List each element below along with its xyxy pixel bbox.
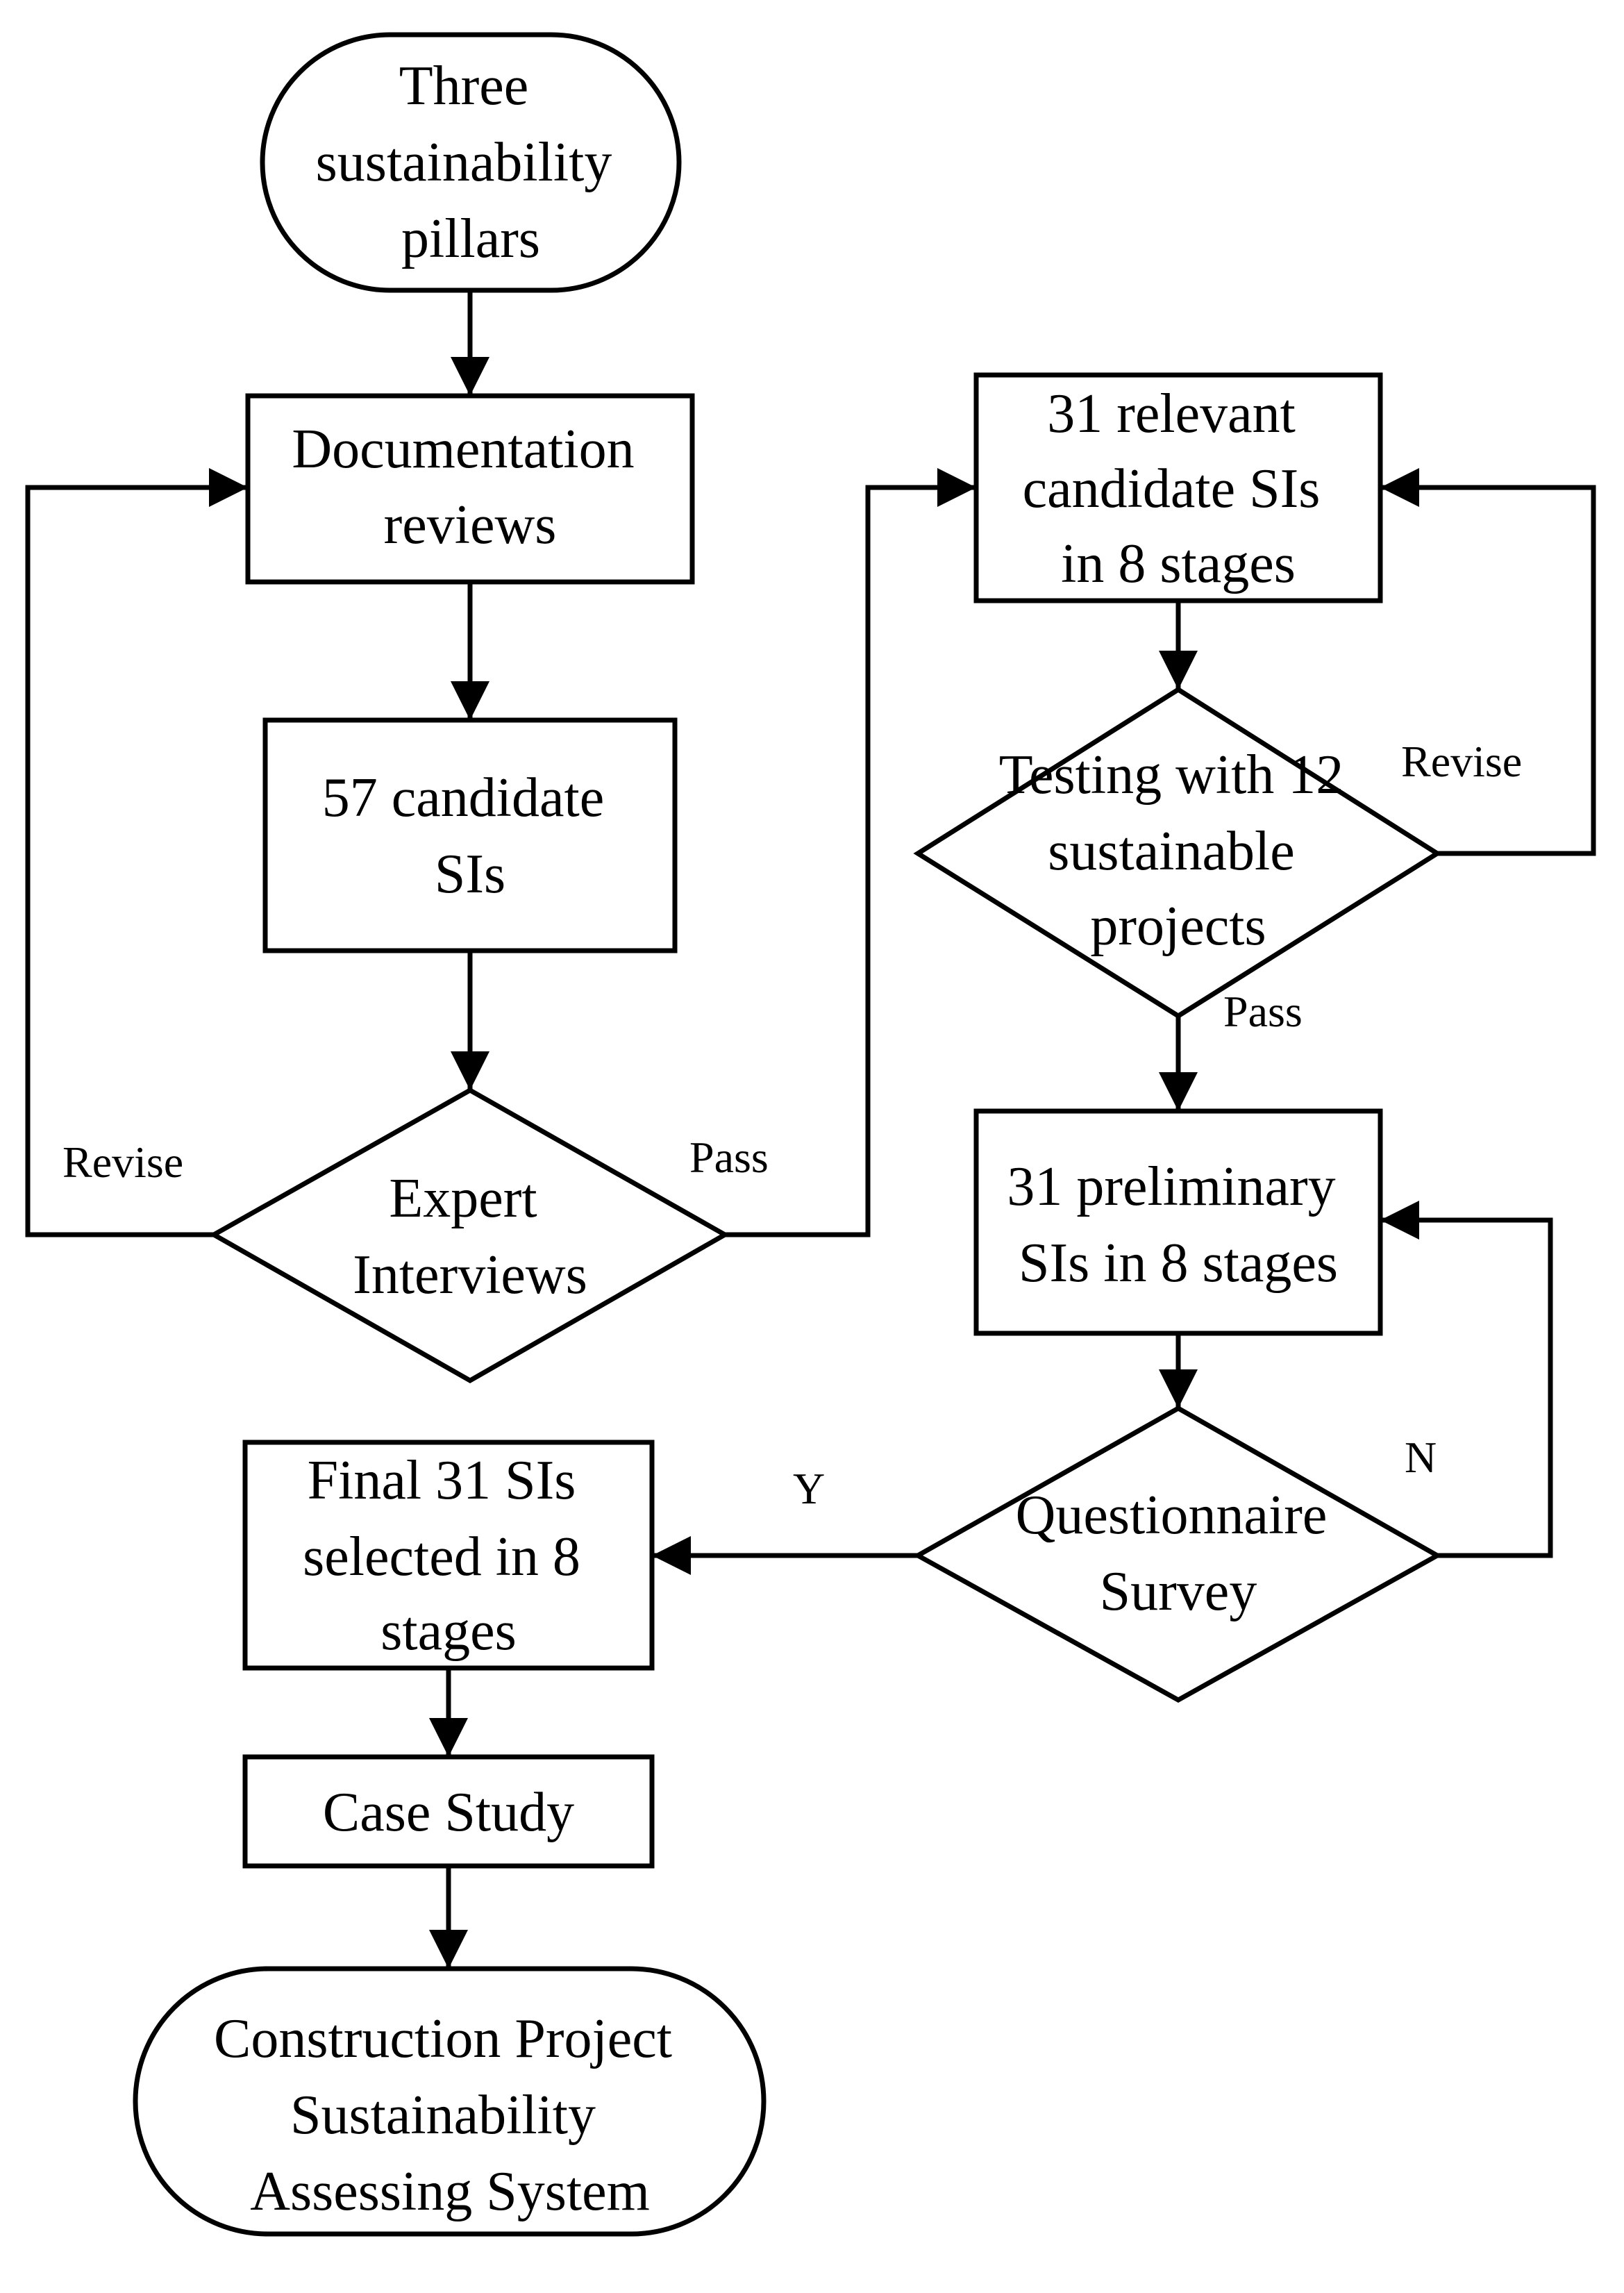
testing-line-3: projects (1090, 896, 1266, 957)
candidate-57-line-2: SIs (435, 844, 505, 905)
final-31-box: Final 31 SIs selected in 8 stages (242, 1440, 655, 1671)
doc-reviews-line-1: Documentation (292, 419, 634, 480)
edge-label-revise-left: Revise (62, 1137, 183, 1187)
svg-text:Case Study: Case Study (323, 1782, 574, 1843)
svg-text:31 relevant candidate SI: 31 relevant candidate SIs in 8 stages (1023, 383, 1334, 594)
svg-text:31 preliminary SIs in 8: 31 preliminary SIs in 8 stages (1007, 1156, 1349, 1294)
expert-interviews-decision: Expert Interviews (208, 1087, 730, 1384)
svg-text:Questionnaire Survey: Questionnaire Survey (1016, 1485, 1341, 1622)
edge-label-yes: Y (793, 1464, 825, 1513)
edge-label-pass-expert: Pass (689, 1133, 769, 1182)
start-terminal: Three sustainability pillars (260, 32, 682, 293)
svg-text:Expert Interviews: Expert Interviews (353, 1168, 587, 1306)
start-line-3: pillars (401, 208, 540, 269)
testing-decision: Testing with 12 sustainable projects (913, 686, 1442, 1019)
questionnaire-line-1: Questionnaire (1016, 1485, 1328, 1546)
relevant-31-line-3: in 8 stages (1061, 533, 1296, 594)
final-31-line-1: Final 31 SIs (308, 1450, 576, 1511)
preliminary-31-line-1: 31 preliminary (1007, 1156, 1335, 1217)
final-31-line-2: selected in 8 (303, 1526, 580, 1587)
relevant-31-line-1: 31 relevant (1047, 383, 1296, 444)
end-terminal: Construction Project Sustainability Asse… (133, 1966, 767, 2237)
doc-reviews-line-2: reviews (384, 494, 557, 556)
relevant-31-line-2: candidate SIs (1023, 458, 1321, 519)
edge-label-revise-right: Revise (1401, 737, 1522, 786)
testing-line-2: sustainable (1048, 821, 1294, 882)
expert-line-2: Interviews (353, 1244, 587, 1306)
questionnaire-line-2: Survey (1100, 1561, 1257, 1622)
preliminary-31-line-2: SIs in 8 stages (1019, 1233, 1338, 1294)
documentation-reviews-box: Documentation reviews (245, 393, 695, 585)
testing-line-1: Testing with 12 (999, 744, 1344, 806)
arrow-testing-revise-to-relevant (1380, 468, 1596, 856)
start-line-1: Three (399, 56, 529, 117)
svg-text:Three sustainability: Three sustainability pillars (316, 56, 626, 269)
svg-text:Documentation reviews: Documentation reviews (292, 419, 648, 556)
edge-label-no: N (1405, 1433, 1437, 1482)
end-line-3: Assessing System (250, 2161, 650, 2222)
arrow-questionnaire-no-to-preliminary (1380, 1201, 1553, 1558)
final-31-line-3: stages (380, 1601, 517, 1662)
end-line-1: Construction Project (214, 2008, 672, 2069)
arrow-expert-revise-to-doc (25, 468, 248, 1237)
case-study-line-1: Case Study (323, 1782, 574, 1843)
svg-text:Testing with 12 sustaina: Testing with 12 sustainable projects (999, 744, 1358, 957)
relevant-31-box: 31 relevant candidate SIs in 8 stages (973, 372, 1383, 603)
candidate-57-line-1: 57 candidate (322, 767, 604, 828)
expert-line-1: Expert (389, 1168, 537, 1229)
svg-text:Construction Project Sus: Construction Project Sustainability Asse… (214, 2008, 686, 2222)
arrow-expert-pass-to-relevant (725, 468, 976, 1237)
questionnaire-decision: Questionnaire Survey (912, 1405, 1443, 1703)
preliminary-31-box: 31 preliminary SIs in 8 stages (973, 1108, 1383, 1336)
candidate-57-box: 57 candidate SIs (262, 717, 678, 953)
start-line-2: sustainability (316, 132, 612, 193)
svg-text:57 candidate SIs: 57 candidate SIs (322, 767, 618, 905)
svg-text:Final 31 SIs selected in: Final 31 SIs selected in 8 stages (303, 1450, 594, 1662)
case-study-box: Case Study (242, 1754, 655, 1869)
edge-label-pass-testing: Pass (1223, 987, 1303, 1036)
end-line-2: Sustainability (290, 2085, 596, 2146)
